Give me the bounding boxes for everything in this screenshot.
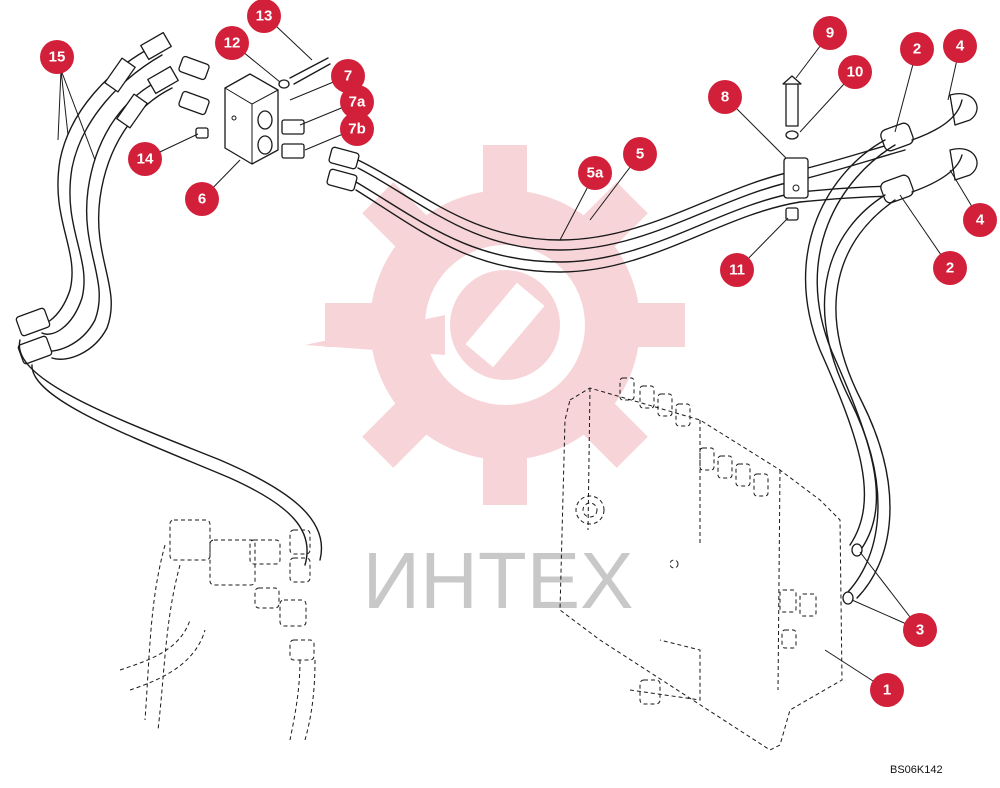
callout-4-bottom: 4 <box>963 203 997 237</box>
callout-5: 5 <box>623 137 657 171</box>
callout-1: 1 <box>870 673 904 707</box>
callout-4-top: 4 <box>943 29 977 63</box>
callout-11: 11 <box>720 253 754 287</box>
callout-label: 5a <box>587 165 604 182</box>
callout-label: 12 <box>224 35 241 52</box>
callout-label: 6 <box>198 191 206 208</box>
callout-label: 7 <box>344 68 352 85</box>
callout-label: 7b <box>348 121 366 138</box>
callout-3: 3 <box>903 613 937 647</box>
callout-12: 12 <box>215 26 249 60</box>
callout-label: 15 <box>49 49 66 66</box>
drawing-code: BS06K142 <box>890 764 943 776</box>
callout-label: 5 <box>636 146 644 163</box>
hose-assembly-5 <box>326 75 978 605</box>
callout-label: 14 <box>137 151 154 168</box>
callout-7a: 7a <box>340 85 374 119</box>
callout-label: 4 <box>956 38 965 55</box>
callout-label: 4 <box>976 212 985 229</box>
callout-10: 10 <box>838 55 872 89</box>
valve-block-6 <box>195 57 331 165</box>
control-valve-1 <box>559 377 843 751</box>
callout-label: 2 <box>946 260 954 277</box>
callout-2-top: 2 <box>900 32 934 66</box>
callout-label: 7a <box>349 94 366 111</box>
callout-15: 15 <box>40 40 74 74</box>
callout-9: 9 <box>813 16 847 50</box>
lower-valve-group <box>119 519 316 741</box>
callout-label: 2 <box>913 41 921 58</box>
callout-label: 13 <box>256 8 273 25</box>
callout-6: 6 <box>185 182 219 216</box>
callout-label: 9 <box>826 25 834 42</box>
callout-7b: 7b <box>340 112 374 146</box>
callout-label: 10 <box>847 64 864 81</box>
callout-label: 11 <box>729 262 745 279</box>
callout-13: 13 <box>247 0 281 33</box>
callout-7: 7 <box>331 59 365 93</box>
callout-8: 8 <box>708 80 742 114</box>
callout-label: 1 <box>883 682 891 699</box>
callout-label: 8 <box>721 89 729 106</box>
callout-label: 3 <box>916 622 924 639</box>
callout-2-bottom: 2 <box>933 251 967 285</box>
watermark-logo <box>305 145 685 505</box>
callout-14: 14 <box>128 142 162 176</box>
watermark-text: ИНТЕХ <box>363 536 634 625</box>
callout-5a: 5a <box>578 156 612 190</box>
